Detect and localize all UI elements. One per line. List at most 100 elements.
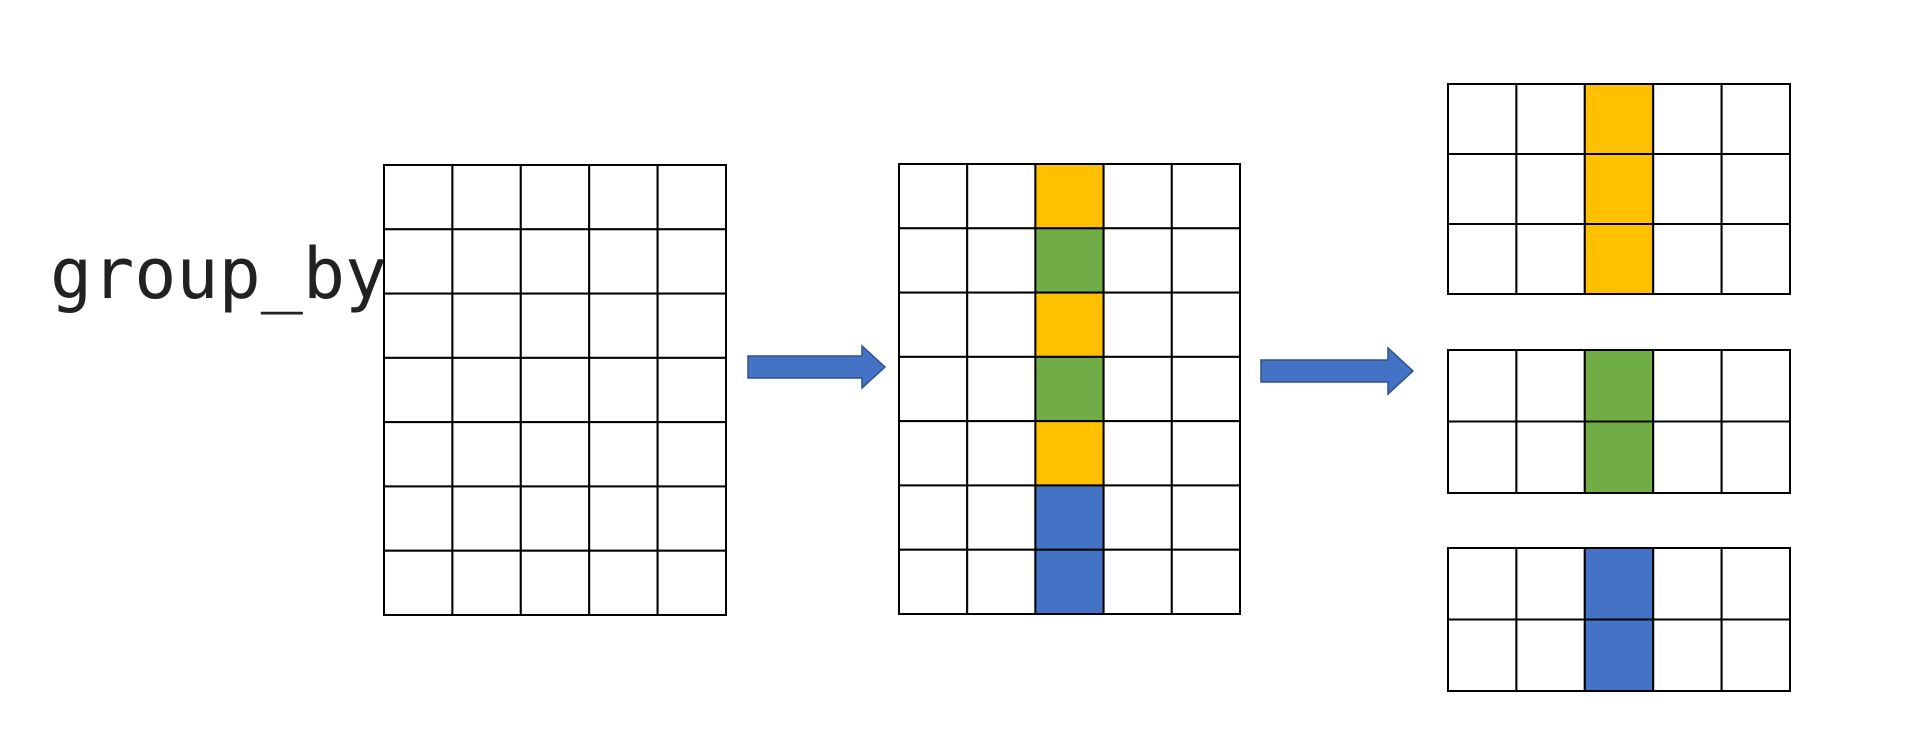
table-cell [1447,153,1518,225]
table-cell-green [1034,227,1105,294]
table-cell [1102,291,1173,358]
table-cell [966,163,1037,230]
table-cell [519,292,591,359]
table-cell [1720,349,1791,423]
table-cell [1447,547,1518,621]
table-cell [898,291,969,358]
table-cell [1652,349,1723,423]
table-cell [1447,618,1518,692]
table-cell [1102,355,1173,423]
table-cell [519,356,591,424]
table-cell [1652,547,1723,621]
table-cell [588,356,659,424]
table-cell [383,164,454,231]
table-cell [588,485,659,552]
tables-layer [383,83,1791,692]
table-cell [966,420,1037,487]
table-cell [898,355,969,423]
table-cell-yellow [1583,223,1655,295]
table-cell [1170,163,1242,230]
table-cell-green [1583,420,1655,494]
table-cell [1652,420,1723,494]
table-cell-green [1034,355,1105,423]
table-cell [1447,349,1518,423]
table-cell-blue [1583,618,1655,692]
table-cell [656,485,727,552]
table-cell [451,292,522,359]
table-cell [383,356,454,424]
table-cell [451,356,522,424]
table-cell [519,164,591,231]
input-table [383,164,727,617]
table-cell [1447,83,1518,155]
table-cell [1652,618,1723,692]
arrows-layer [747,344,1415,396]
table-cell [588,292,659,359]
table-cell [656,549,727,617]
table-cell [1515,83,1586,155]
table-cell [1170,291,1242,358]
table-cell [451,421,522,488]
keyed-table [898,163,1242,616]
table-cell [519,485,591,552]
table-cell [898,163,969,230]
table-cell [966,227,1037,294]
table-cell [966,291,1037,358]
table-cell [1515,349,1586,423]
table-cell [1102,548,1173,616]
table-cell [383,228,454,295]
table-cell [588,549,659,617]
table-cell [1170,355,1242,423]
table-cell [383,485,454,552]
table-cell-yellow [1034,163,1105,230]
table-cell [1170,548,1242,616]
table-cell [1515,223,1586,295]
table-cell [898,548,969,616]
table-cell [1652,83,1723,155]
table-cell [1720,420,1791,494]
group-blue-table [1447,547,1791,692]
table-cell-yellow [1034,291,1105,358]
table-cell [966,548,1037,616]
table-cell [1447,223,1518,295]
table-cell [1720,223,1791,295]
table-cell [588,228,659,295]
table-cell-yellow [1583,153,1655,225]
table-cell [383,292,454,359]
table-cell [588,164,659,231]
table-cell [1515,618,1586,692]
table-cell-blue [1034,548,1105,616]
group-green-table [1447,349,1791,494]
table-cell-yellow [1034,420,1105,487]
table-cell [1102,484,1173,551]
group-yellow-table [1447,83,1791,295]
table-cell [1515,547,1586,621]
table-cell [656,292,727,359]
right-arrow-icon [1260,346,1415,396]
table-cell [451,228,522,295]
table-cell [588,421,659,488]
table-cell [1102,227,1173,294]
table-cell [1170,420,1242,487]
table-cell [451,164,522,231]
table-cell [1720,153,1791,225]
table-cell [1515,420,1586,494]
table-cell [656,356,727,424]
table-cell [656,421,727,488]
table-cell [1102,420,1173,487]
table-cell [451,549,522,617]
table-cell [898,484,969,551]
table-cell [898,227,969,294]
table-cell [1515,153,1586,225]
table-cell-green [1583,349,1655,423]
table-cell [966,355,1037,423]
group-by-label: group_by [50,233,387,315]
table-cell [1102,163,1173,230]
table-cell [1652,223,1723,295]
table-cell-blue [1583,547,1655,621]
right-arrow-icon [747,344,887,390]
table-cell-yellow [1583,83,1655,155]
table-cell [1447,420,1518,494]
table-cell [383,549,454,617]
